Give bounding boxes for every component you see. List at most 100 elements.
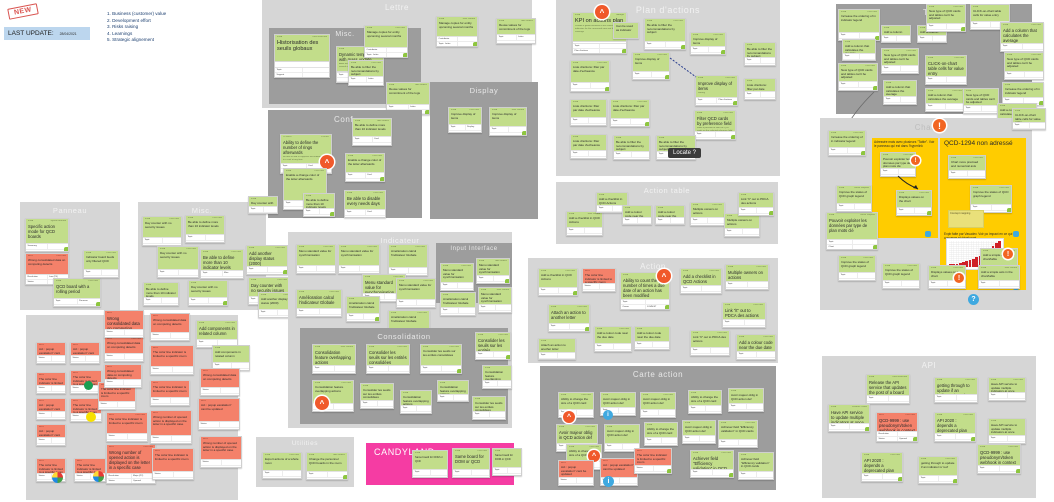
avatar-marker-consolidation[interactable]: ^ [315, 396, 329, 410]
alert-icon-chart-2[interactable]: ! [911, 156, 920, 165]
card-plan-10[interactable]: IDEA Liste d'actions: filter par date d'… [570, 134, 607, 159]
badge-info-blue[interactable]: ? [968, 294, 979, 305]
alert-icon-chart-3[interactable]: ! [1003, 249, 1013, 259]
badge-info-blue[interactable]: i [603, 476, 614, 487]
avatar-marker-action[interactable]: ^ [657, 269, 671, 283]
avatar-marker-conf[interactable]: ^ [320, 155, 334, 169]
card-can-be-used[interactable]: Can be used as indicator [613, 22, 639, 39]
board-display[interactable]: Display [430, 82, 538, 219]
card-plan-7[interactable]: IDEA Liste d'actions: filter par date d'… [744, 78, 776, 100]
badge-info-blue[interactable]: i [603, 410, 613, 420]
card-plan-11[interactable]: IDEA Be able to filter the recommandatio… [613, 135, 650, 160]
card-plan-9[interactable]: IDEA Liste d'actions: filter par date d'… [570, 99, 607, 126]
